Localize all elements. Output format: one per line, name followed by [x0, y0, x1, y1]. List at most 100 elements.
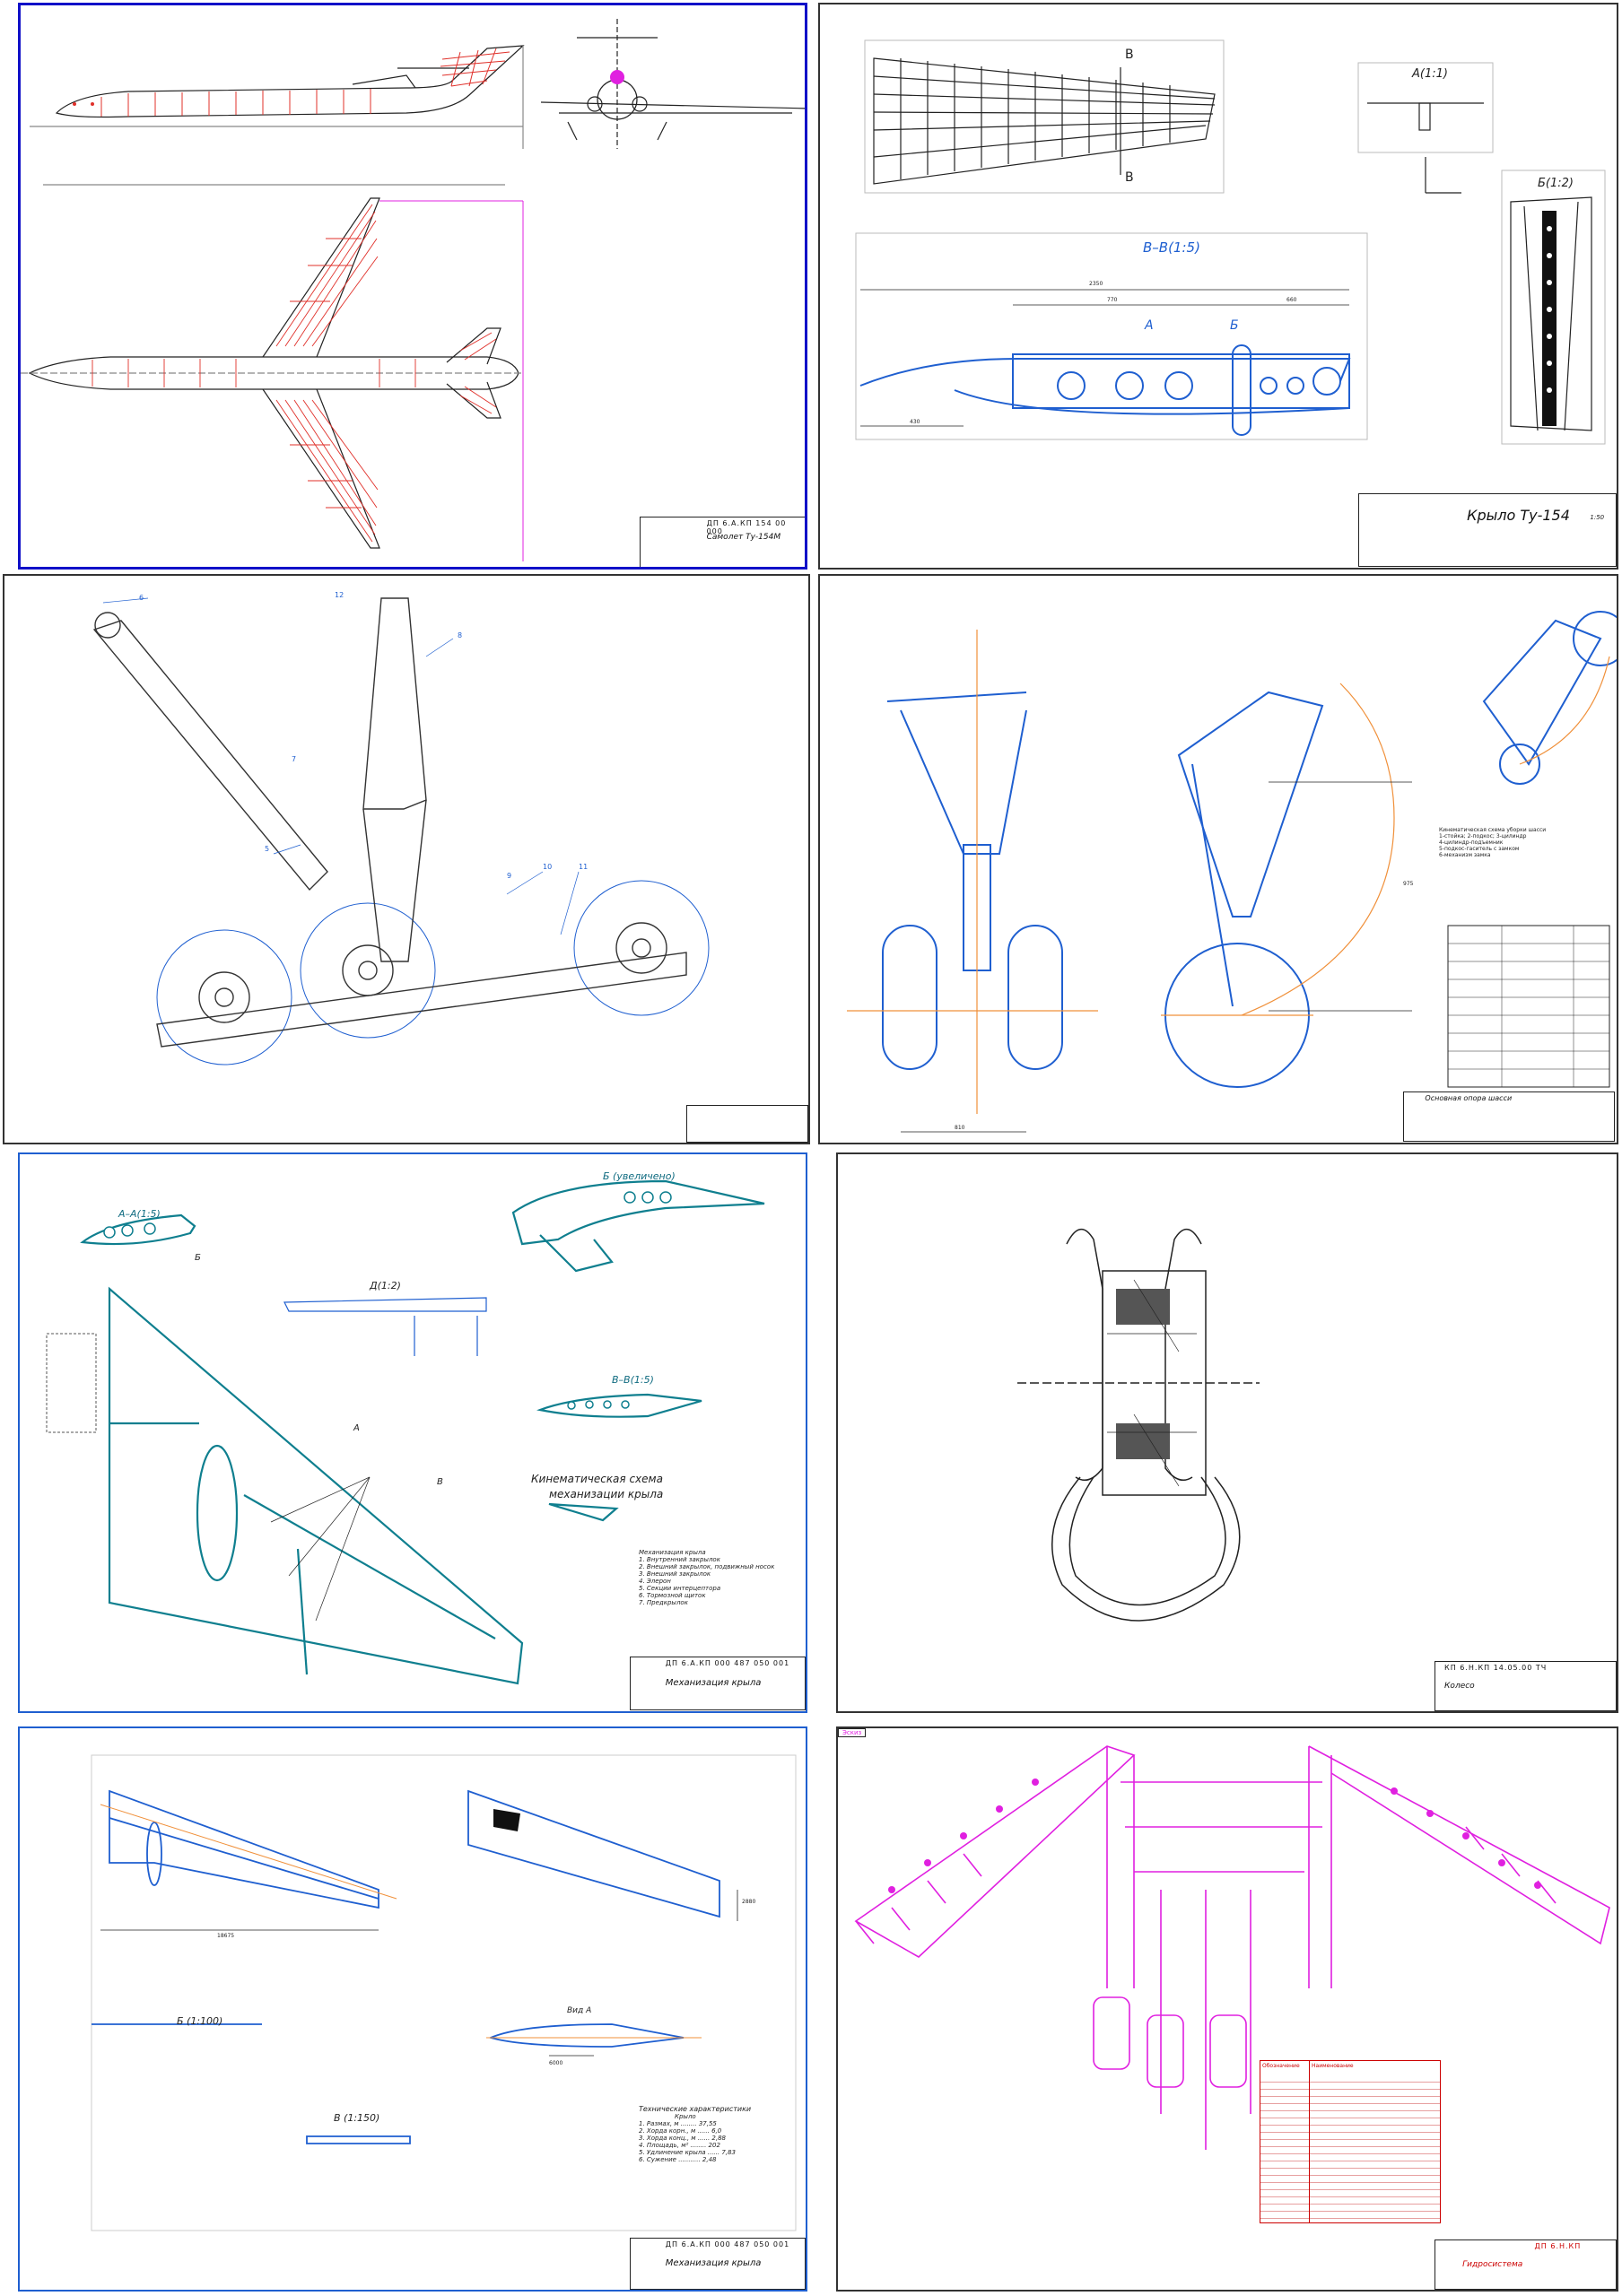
aircraft-drawing: [21, 19, 805, 561]
note-line: 5-подкос-гаситель с замком: [1439, 846, 1520, 852]
section-BB-label: В–В(1:5): [1143, 239, 1200, 256]
callout-9: 9: [507, 872, 512, 880]
component-table: Обозначение Наименование: [1260, 2060, 1441, 2223]
callout-8: 8: [458, 631, 463, 639]
drawing-title: Основная опора шасси: [1425, 1094, 1513, 1103]
drawing-code: ДП 6.А.КП 000 487 050 001: [665, 2240, 790, 2249]
mech-heading: Механизация крыла: [639, 1549, 706, 1556]
title-block: ДП 6.Н.КП Гидросистема: [1435, 2239, 1617, 2290]
drawing-title: Крыло Ту-154: [1467, 507, 1570, 525]
detail-V-label: В (1:150): [334, 2112, 380, 2124]
view-A-label: А(1:1): [1412, 67, 1448, 81]
title-block: ДП 6.А.КП 000 487 050 001 Механизация кр…: [630, 2238, 806, 2290]
tech-row: 5. Удлинение крыла ...... 7,83: [639, 2149, 736, 2156]
tech-row: 1. Размах, м ........ 37,55: [639, 2120, 717, 2127]
mech-item: 7. Предкрылок: [639, 1599, 688, 1606]
note-line: 6-механизм замка: [1439, 852, 1491, 858]
tech-row: 2. Хорда корн., м ...... 6,0: [639, 2127, 722, 2135]
tech-row: 6. Сужение ........... 2,48: [639, 2156, 717, 2163]
wing-drawing: [855, 39, 1606, 445]
sheet-landing-gear: 12 6 7 8 5 9 10 11: [3, 574, 810, 1144]
dim-chord: 6000: [549, 2060, 563, 2066]
note-line: 1-стойка; 2-подкос; 3-цилиндр: [1439, 833, 1527, 839]
mech-item: 5. Секции интерцептора: [639, 1585, 721, 1592]
callout-12: 12: [335, 591, 344, 599]
mech-item: 1. Внутренний закрылок: [639, 1556, 720, 1563]
mech-item: 6. Тормозной щиток: [639, 1592, 706, 1599]
sheet-hydraulic-schematic: Эскиз Обозначение Наименование ДП 6.Н.: [836, 1726, 1618, 2292]
mech-item: 2. Внешний закрылок, подвижный носок: [639, 1563, 775, 1570]
wing-characteristics-drawing: [91, 1754, 797, 2231]
title-block: ДП 6.А.КП 154 00 000 Самолет Ту-154М: [640, 517, 805, 567]
tech-sub: Крыло: [675, 2113, 696, 2120]
callout-11: 11: [579, 863, 589, 871]
drawing-code: ДП 6.Н.КП: [1534, 2242, 1582, 2251]
cut-label-bottom: В: [1125, 170, 1134, 185]
dim-bottom: 810: [955, 1125, 965, 1131]
dim-span: 18675: [217, 1933, 235, 1939]
detail-B-enlarged-label: Б (увеличено): [603, 1170, 676, 1182]
title-block: КП 6.Н.КП 14.05.00 ТЧ Колесо: [1435, 1661, 1617, 1711]
drawing-code: ДП 6.А.КП 000 487 050 001: [665, 1659, 790, 1668]
section-VV-label: В–В(1:5): [612, 1374, 654, 1386]
drawing-title: Колесо: [1444, 1681, 1475, 1691]
view-B-label: Б(1:2): [1538, 177, 1574, 190]
tech-characteristics: Технические характеристики Крыло 1. Разм…: [639, 2105, 800, 2163]
drawing-title: Механизация крыла: [665, 1678, 762, 1689]
detail-A-label: А: [1145, 318, 1154, 333]
callout-6: 6: [139, 594, 144, 602]
mech-item: 3. Внешний закрылок: [639, 1570, 711, 1578]
view-A-label: Вид А: [567, 2006, 592, 2015]
marker-A: А: [353, 1423, 360, 1433]
marker-V: В: [437, 1477, 443, 1487]
sheet-scale: 1:50: [1590, 514, 1605, 522]
note-line: Кинематическая схема уборки шасси: [1439, 827, 1547, 833]
tech-heading: Технические характеристики: [639, 2105, 752, 2113]
dim-side: 975: [1403, 881, 1414, 887]
kinematic-notes: Кинематическая схема уборки шасси 1-стой…: [1439, 827, 1609, 858]
gear-kinematics-drawing: [847, 611, 1617, 1133]
drawing-title: Самолет Ту-154М: [706, 532, 781, 542]
drawing-code: КП 6.Н.КП 14.05.00 ТЧ: [1444, 1664, 1548, 1673]
kinematic-title-2: механизации крыла: [549, 1488, 664, 1500]
dim-660: 660: [1286, 297, 1297, 303]
sheet-gear-kinematics: Кинематическая схема уборки шасси 1-стой…: [818, 574, 1618, 1144]
title-block: Основная опора шасси: [1403, 1091, 1615, 1142]
hydraulic-drawing: [854, 1745, 1610, 2150]
drawing-code: ДП 6.А.КП 154 00 000: [706, 519, 787, 536]
wheel-drawing: [1017, 1229, 1260, 1622]
note-line: 4-цилиндр-подъемник: [1439, 839, 1504, 846]
sheet-wing-mechanization: А–А(1:5) Б (увеличено) Д(1:2) В–В(1:5) К…: [18, 1152, 807, 1713]
dim-tip: 2880: [742, 1899, 756, 1905]
kinematic-title-1: Кинематическая схема: [531, 1473, 663, 1485]
title-block: ДП 6.А.КП 000 487 050 001 Механизация кр…: [630, 1657, 806, 1710]
mechanization-drawing: [46, 1179, 765, 1685]
detail-D-label: Д(1:2): [370, 1280, 401, 1292]
dim-770: 770: [1107, 297, 1118, 303]
tech-row: 4. Площадь, м² ........ 202: [639, 2142, 720, 2149]
table-header: Обозначение: [1260, 2061, 1310, 2075]
title-block: Крыло Ту-154 1:50: [1358, 493, 1617, 567]
mech-item: 4. Элерон: [639, 1578, 671, 1585]
mechanization-list: Механизация крыла 1. Внутренний закрылок…: [639, 1549, 800, 1606]
table-header: Наименование: [1312, 2063, 1354, 2069]
cut-label-top: В: [1125, 48, 1134, 62]
callout-7: 7: [292, 755, 297, 763]
callout-10: 10: [543, 863, 553, 871]
sheet-wheel: КП 6.Н.КП 14.05.00 ТЧ Колесо: [836, 1152, 1618, 1713]
dim-total: 2350: [1089, 281, 1103, 287]
section-AA-label: А–А(1:5): [118, 1208, 161, 1220]
drawing-title: Гидросистема: [1462, 2259, 1523, 2269]
title-block: [686, 1105, 808, 1143]
sheet-wing: А(1:1) Б(1:2) В–В(1:5) В В А Б 2350 770 …: [818, 3, 1618, 570]
dim-430: 430: [910, 419, 920, 425]
detail-B-label: Б: [1230, 318, 1239, 333]
sketch-tag: Эскиз: [838, 1728, 867, 1737]
sheet-wing-characteristics: Вид А Б (1:100) В (1:150) 18675 6000 288…: [18, 1726, 807, 2292]
landing-gear-drawing: [92, 597, 710, 1065]
tech-row: 3. Хорда конц., м ...... 2,88: [639, 2135, 726, 2142]
sheet-aircraft-general-view: ДП 6.А.КП 154 00 000 Самолет Ту-154М: [18, 3, 807, 570]
marker-B: Б: [195, 1253, 201, 1263]
detail-B-label: Б (1:100): [177, 2015, 223, 2027]
callout-5: 5: [265, 845, 270, 853]
